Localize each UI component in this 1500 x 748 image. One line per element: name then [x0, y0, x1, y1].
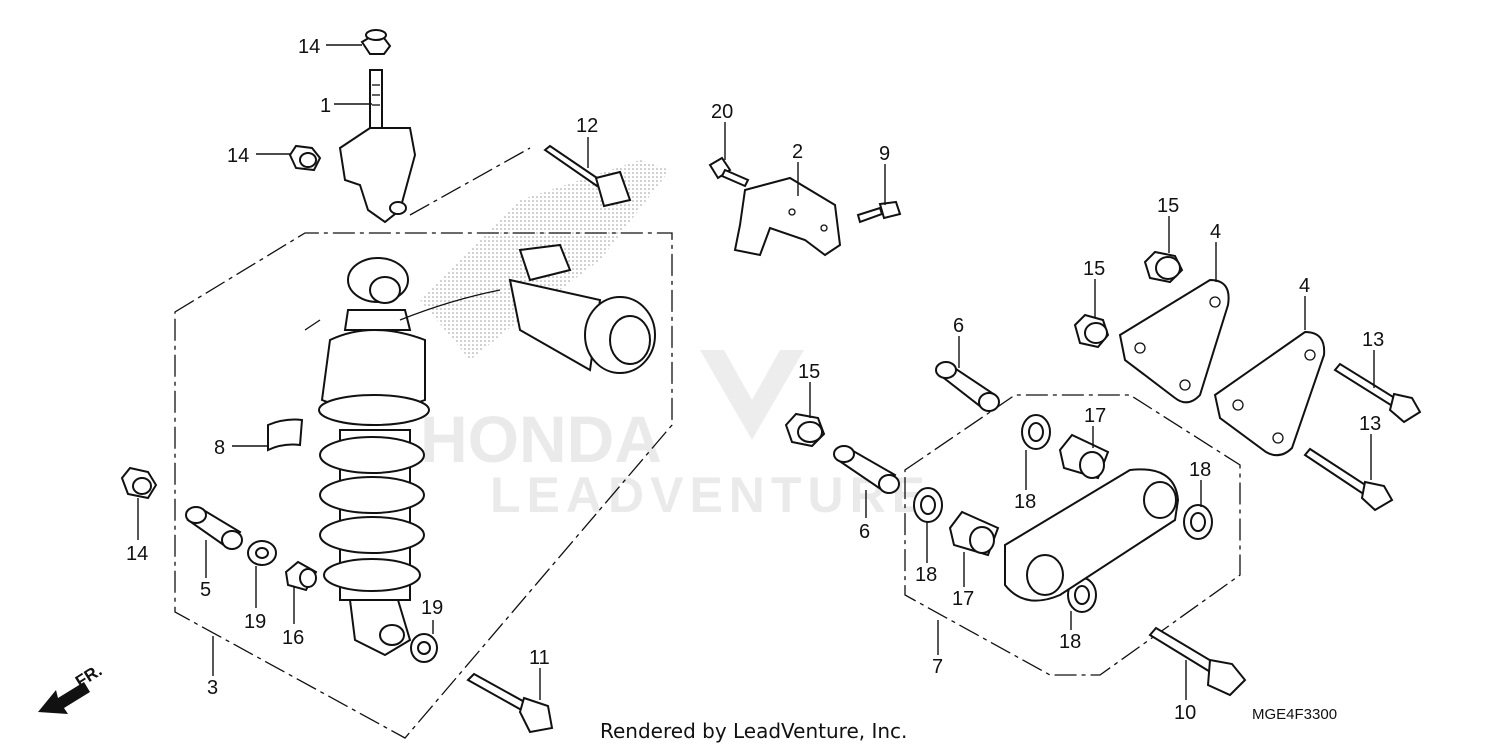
callout-5: 5 — [200, 579, 211, 601]
bushing-16 — [284, 560, 318, 592]
callout-19: 19 — [421, 597, 443, 619]
bolt-11 — [466, 672, 554, 734]
leader-lines — [137, 44, 1375, 700]
bushing-17-upper — [1058, 433, 1110, 480]
drawing-code: MGE4F3300 — [1252, 706, 1337, 723]
callout-14: 14 — [126, 543, 148, 565]
callout-20: 20 — [711, 101, 733, 123]
bushing-17-lower — [948, 510, 1000, 557]
callout-8: 8 — [214, 437, 225, 459]
callout-13: 13 — [1362, 329, 1384, 351]
callout-11: 11 — [529, 647, 550, 669]
nut-14-top — [360, 29, 392, 55]
bolt-10 — [1148, 626, 1247, 697]
washer-19-right — [410, 633, 438, 663]
group-outline-shock — [174, 232, 673, 739]
callout-4: 4 — [1299, 275, 1310, 297]
callout-13: 13 — [1359, 413, 1381, 435]
callout-18: 18 — [1189, 459, 1211, 481]
callout-17: 17 — [1084, 405, 1106, 427]
callout-6: 6 — [859, 521, 870, 543]
label-sticker-8 — [267, 418, 304, 452]
bolt-12 — [543, 144, 632, 208]
callout-19: 19 — [244, 611, 266, 633]
callouts: 14 1 14 12 20 2 9 15 4 15 4 6 13 15 17 1… — [126, 36, 1384, 724]
callout-18: 18 — [1014, 491, 1036, 513]
bracket-2 — [733, 176, 842, 257]
washer-18-d — [1067, 577, 1097, 613]
callout-15: 15 — [1157, 195, 1179, 217]
washer-18-a — [1021, 414, 1051, 450]
bolt-13-upper — [1333, 362, 1422, 424]
washer-18-c — [1183, 504, 1213, 540]
callout-15: 15 — [1083, 258, 1105, 280]
callout-14: 14 — [298, 36, 320, 58]
footer-credit: Rendered by LeadVenture, Inc. — [600, 719, 907, 743]
callout-2: 2 — [792, 141, 803, 163]
bolt-13-lower — [1303, 447, 1394, 512]
nut-15-upper — [1143, 250, 1184, 284]
group-outline-linkage — [904, 394, 1241, 676]
upper-mount-bracket — [338, 69, 417, 224]
washer-19-left — [247, 540, 277, 566]
shock-absorber — [304, 243, 656, 657]
watermark-text: LEADVENTURE — [490, 467, 931, 523]
washer-18-b — [913, 487, 943, 523]
watermark-brand: HONDA — [420, 402, 662, 476]
callout-18: 18 — [915, 564, 937, 586]
bolt-20 — [708, 156, 750, 188]
callout-3: 3 — [207, 677, 218, 699]
callout-15: 15 — [798, 361, 820, 383]
bolt-9 — [856, 200, 902, 224]
watermark-logo-icon — [700, 350, 804, 440]
nut-14-side — [288, 144, 322, 172]
callout-7: 7 — [932, 656, 943, 678]
callout-17: 17 — [952, 588, 974, 610]
nut-15-middle — [1073, 313, 1110, 349]
plate-4-front — [1213, 330, 1326, 457]
callout-12: 12 — [576, 115, 598, 137]
callout-10: 10 — [1174, 702, 1196, 724]
nut-15-center — [784, 412, 826, 448]
front-arrow-icon — [38, 682, 90, 714]
callout-16: 16 — [282, 627, 304, 649]
callout-6: 6 — [953, 315, 964, 337]
callout-18: 18 — [1059, 631, 1081, 653]
callout-9: 9 — [879, 143, 890, 165]
collar-5 — [185, 506, 243, 550]
collar-6-upper — [935, 361, 1000, 412]
watermark: HONDA LEADVENTURE — [420, 350, 931, 523]
nut-14-lower — [120, 466, 158, 500]
collar-6-lower — [833, 445, 900, 494]
front-direction-indicator: FR. — [38, 661, 105, 714]
callout-4: 4 — [1210, 221, 1221, 243]
linkage-arm — [1004, 468, 1180, 602]
callout-14: 14 — [227, 145, 249, 167]
group-outline-mount — [409, 147, 531, 216]
plate-4-rear — [1118, 278, 1230, 404]
callout-1: 1 — [320, 95, 331, 117]
